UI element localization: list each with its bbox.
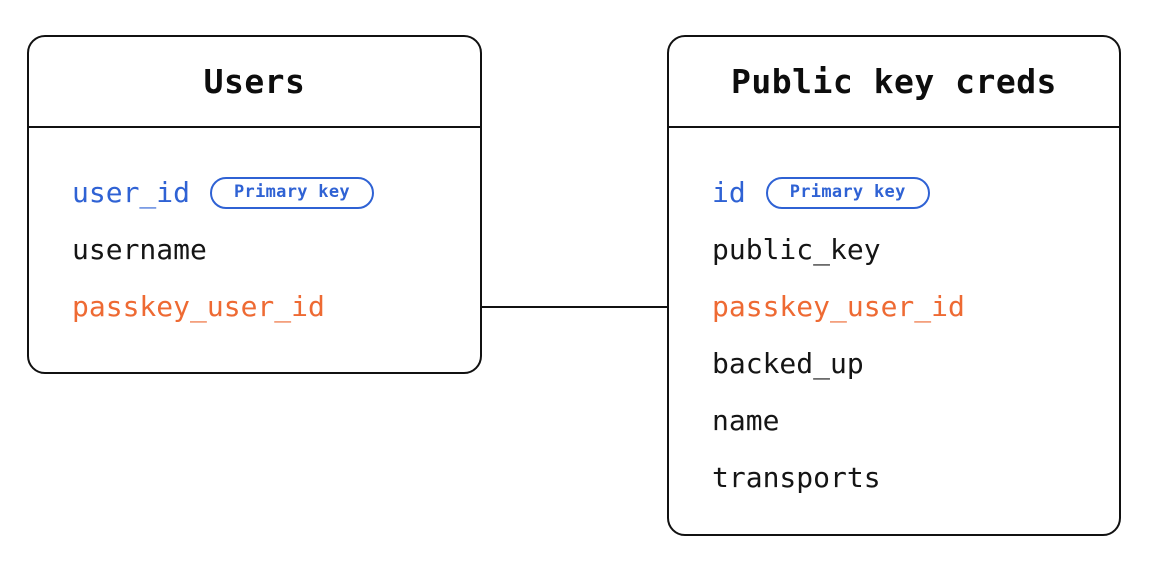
entity-public-key-creds-title: Public key creds xyxy=(731,62,1057,101)
primary-key-badge: Primary key xyxy=(210,176,374,209)
entity-public-key-creds-header: Public key creds xyxy=(669,37,1119,128)
field-name-public-key: public_key xyxy=(712,232,881,266)
field-row[interactable]: passkey_user_id xyxy=(72,278,480,335)
entity-public-key-creds[interactable]: Public key creds id Primary key public_k… xyxy=(667,35,1121,536)
field-name-transports: transports xyxy=(712,460,881,494)
field-name-id: id xyxy=(712,175,746,209)
field-name-passkey-user-id: passkey_user_id xyxy=(712,289,965,323)
field-name-backed-up: backed_up xyxy=(712,346,864,380)
field-name-passkey-user-id: passkey_user_id xyxy=(72,289,325,323)
field-row[interactable]: name xyxy=(712,392,1119,449)
primary-key-badge: Primary key xyxy=(765,176,930,209)
field-name-name: name xyxy=(712,403,780,437)
primary-key-badge-label: Primary key xyxy=(789,182,906,202)
field-row[interactable]: backed_up xyxy=(712,335,1119,392)
field-row[interactable]: passkey_user_id xyxy=(712,278,1119,335)
field-name-username: username xyxy=(72,232,207,266)
field-row[interactable]: public_key xyxy=(712,221,1119,278)
entity-users[interactable]: Users user_id Primary key username passk… xyxy=(27,35,482,374)
entity-users-header: Users xyxy=(29,37,480,128)
relationship-connector-line xyxy=(481,306,668,308)
field-row[interactable]: id Primary key xyxy=(712,164,1119,221)
field-name-user-id: user_id xyxy=(72,175,191,209)
entity-users-title: Users xyxy=(203,62,306,101)
field-row[interactable]: username xyxy=(72,221,480,278)
field-row[interactable]: user_id Primary key xyxy=(72,164,480,221)
entity-public-key-creds-field-list: id Primary key public_key passkey_user_i… xyxy=(669,130,1119,506)
field-row[interactable]: transports xyxy=(712,449,1119,506)
primary-key-badge-label: Primary key xyxy=(234,182,350,202)
entity-users-field-list: user_id Primary key username passkey_use… xyxy=(29,130,480,335)
